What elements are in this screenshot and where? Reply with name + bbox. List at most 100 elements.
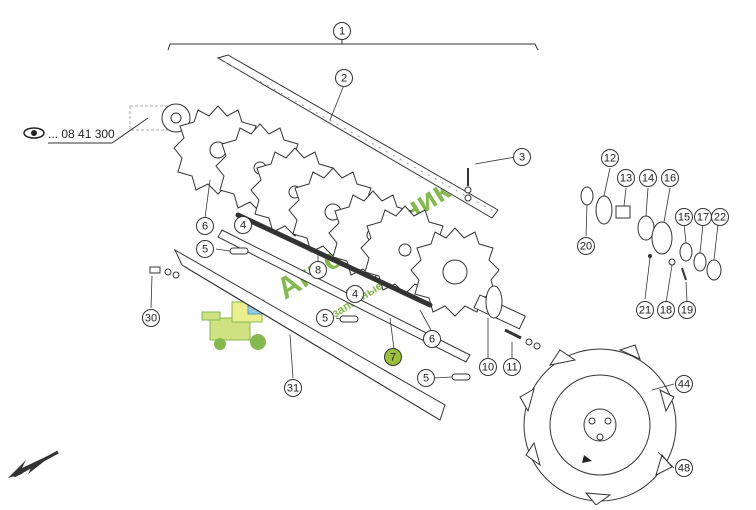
- callout-circle: [423, 330, 441, 348]
- callout-12: 12: [601, 149, 619, 167]
- reference-note-text: ... 08 41 300: [48, 127, 115, 141]
- callout-5: 5: [316, 309, 334, 327]
- callout-19: 19: [678, 301, 696, 319]
- callout-2: 2: [335, 69, 353, 87]
- callout-number: 31: [287, 383, 299, 395]
- eye-icon: [23, 127, 45, 139]
- callout-circle: [335, 69, 353, 87]
- callout-5: 5: [196, 240, 214, 258]
- star-wheel: [410, 227, 500, 317]
- callout-number: 18: [660, 305, 672, 317]
- callout-10: 10: [479, 358, 497, 376]
- pin: [229, 247, 249, 255]
- leader-lines: [150, 32, 719, 469]
- callout-22: 22: [711, 208, 729, 226]
- callout-number: 44: [678, 379, 690, 391]
- callout-number: 8: [315, 265, 321, 277]
- callout-circle: [234, 216, 252, 234]
- callout-number: 6: [202, 221, 208, 233]
- callout-number: 16: [664, 173, 676, 185]
- callout-15: 15: [675, 208, 693, 226]
- callout-5: 5: [417, 369, 435, 387]
- callout-number: 5: [423, 373, 429, 385]
- callout-4: 4: [346, 285, 364, 303]
- callout-number: 22: [714, 212, 726, 224]
- callout-number: 1: [339, 26, 345, 38]
- bolt: [149, 266, 180, 279]
- callout-number: 5: [202, 244, 208, 256]
- callout-circle: [711, 208, 729, 226]
- callout-30: 30: [142, 309, 160, 327]
- callout-circle: [601, 149, 619, 167]
- callout-44: 44: [675, 375, 693, 393]
- rotor-drum: [519, 344, 677, 506]
- callout-20: 20: [577, 237, 595, 255]
- callout-circle: [316, 309, 334, 327]
- callout-number: 48: [678, 463, 690, 475]
- callout-number: 4: [240, 220, 246, 232]
- callout-circle: [309, 261, 327, 279]
- callout-number: 14: [642, 173, 654, 185]
- assembly-bracket: [167, 43, 539, 51]
- callout-16: 16: [661, 169, 679, 187]
- reference-note: ... 08 41 300: [23, 117, 149, 144]
- callout-18: 18: [657, 301, 675, 319]
- callout-6: 6: [423, 330, 441, 348]
- callout-number: 7: [390, 352, 396, 364]
- callout-circle: [333, 22, 351, 40]
- callout-circle: [346, 285, 364, 303]
- callout-number: 17: [697, 212, 709, 224]
- callout-circle: [657, 301, 675, 319]
- callout-circle: [513, 148, 531, 166]
- callout-number: 19: [681, 305, 693, 317]
- callout-number: 30: [145, 313, 157, 325]
- callout-number: 12: [604, 153, 616, 165]
- callout-circle: [639, 169, 657, 187]
- screw: [464, 168, 472, 202]
- callout-circle: [196, 217, 214, 235]
- callout-number: 15: [678, 212, 690, 224]
- callout-number: 11: [506, 362, 517, 374]
- callout-circle: [503, 358, 521, 376]
- callout-circle: [678, 301, 696, 319]
- callout-4: 4: [234, 216, 252, 234]
- bolt: [504, 328, 541, 350]
- callout-3: 3: [513, 148, 531, 166]
- callout-number: 10: [482, 362, 494, 374]
- callout-circle: [417, 369, 435, 387]
- callout-number: 4: [352, 289, 358, 301]
- callout-6: 6: [196, 217, 214, 235]
- callout-circle: [675, 208, 693, 226]
- callout-circle: [675, 459, 693, 477]
- cutting-bar: [216, 54, 499, 219]
- pin: [451, 373, 471, 381]
- callout-circle: [284, 379, 302, 397]
- callout-7: 7: [384, 348, 402, 366]
- callout-number: 21: [639, 305, 651, 317]
- callout-circle: [675, 375, 693, 393]
- bearing-assembly: [580, 186, 722, 281]
- callout-17: 17: [694, 208, 712, 226]
- rod: [235, 212, 433, 308]
- shaft-flange: [473, 285, 526, 330]
- callout-number: 3: [519, 152, 525, 164]
- rod: [217, 229, 471, 363]
- callout-number: 5: [322, 313, 328, 325]
- callout-14: 14: [639, 169, 657, 187]
- pin: [339, 315, 359, 323]
- callout-number: 20: [580, 241, 592, 253]
- callout-circle: [636, 301, 654, 319]
- callout-circle: [142, 309, 160, 327]
- callout-number: 13: [620, 173, 632, 185]
- callout-21: 21: [636, 301, 654, 319]
- callout-circle: [617, 169, 635, 187]
- callout-number: 2: [341, 73, 347, 85]
- callout-48: 48: [675, 459, 693, 477]
- callout-11: 11: [503, 358, 521, 376]
- callout-circle: [479, 358, 497, 376]
- callout-31: 31: [284, 379, 302, 397]
- callout-circle: [196, 240, 214, 258]
- callout-number: 6: [429, 334, 435, 346]
- callout-circle: [661, 169, 679, 187]
